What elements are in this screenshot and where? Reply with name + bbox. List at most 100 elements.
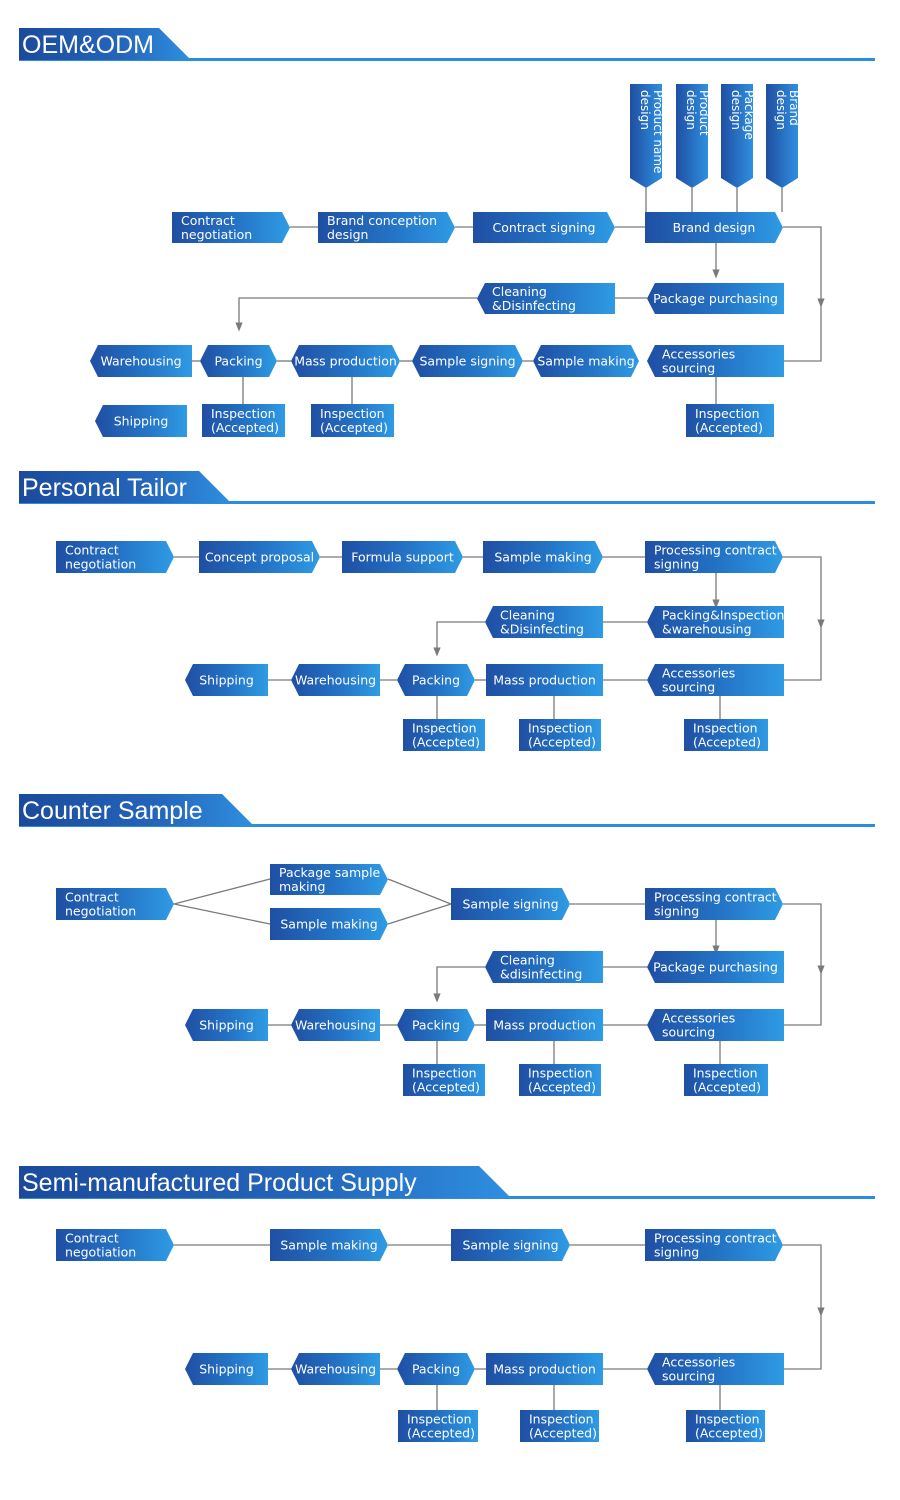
node-mass-production: Mass production bbox=[291, 345, 400, 377]
node-insp-packing: Inspection(Accepted) bbox=[398, 1410, 478, 1442]
node-label-line: signing bbox=[654, 557, 699, 572]
node-shape bbox=[721, 84, 753, 188]
node-insp-packing: Inspection(Accepted) bbox=[403, 719, 485, 751]
node-label-line: (Accepted) bbox=[412, 735, 480, 750]
node-shape bbox=[185, 1009, 268, 1041]
node-label-line: Package bbox=[742, 90, 756, 140]
node-packing: Packing bbox=[397, 1353, 475, 1385]
node-shape bbox=[477, 283, 615, 314]
node-sample-signing: Sample signing bbox=[451, 1229, 570, 1261]
node-label-line: Shipping bbox=[199, 1362, 254, 1377]
node-label-line: Sample signing bbox=[419, 354, 515, 369]
node-label-line: (Accepted) bbox=[693, 1080, 761, 1095]
node-shape bbox=[485, 951, 603, 983]
node-label-line: &warehousing bbox=[662, 622, 752, 637]
node-shape bbox=[397, 1009, 475, 1041]
node-label-line: Package purchasing bbox=[653, 960, 778, 975]
node-label-line: Inspection bbox=[695, 1412, 760, 1427]
node-label-line: (Accepted) bbox=[695, 1426, 763, 1441]
connector bbox=[784, 300, 822, 362]
node-shape bbox=[645, 1229, 783, 1261]
node-shape bbox=[202, 404, 285, 437]
node-label-line: Sample making bbox=[494, 550, 591, 565]
node-shape bbox=[645, 888, 783, 920]
node-packing: Packing bbox=[200, 345, 277, 377]
connector-layer bbox=[173, 188, 825, 1410]
node-formula-support: Formula support bbox=[342, 541, 463, 573]
node-insp-accessories: Inspection(Accepted) bbox=[684, 1064, 768, 1096]
node-insp-accessories: Inspection(Accepted) bbox=[686, 404, 774, 437]
node-label-line: Accessories bbox=[662, 666, 735, 681]
connector bbox=[433, 966, 485, 1003]
node-label-line: Shipping bbox=[114, 414, 169, 429]
node-label-line: Accessories bbox=[662, 1355, 735, 1370]
node-sample-signing: Sample signing bbox=[451, 888, 570, 920]
node-shape bbox=[172, 212, 290, 243]
node-label-line: &disinfecting bbox=[500, 967, 582, 982]
node-shape bbox=[398, 1410, 478, 1442]
node-shape bbox=[291, 1353, 380, 1385]
node-label-line: Sample making bbox=[537, 354, 634, 369]
node-label-line: design bbox=[327, 227, 368, 242]
node-shape bbox=[199, 541, 320, 573]
node-packing: Packing bbox=[397, 664, 475, 696]
banner-shape bbox=[19, 1166, 511, 1198]
section-banner: Personal Tailor bbox=[19, 471, 875, 504]
node-label-line: Warehousing bbox=[100, 354, 181, 369]
node-sample-making: Sample making bbox=[533, 345, 639, 377]
node-label-line: Contract bbox=[65, 543, 119, 558]
connector bbox=[387, 878, 452, 905]
node-shape bbox=[90, 345, 192, 377]
node-label-line: Processing contract bbox=[654, 890, 777, 905]
section-banner: Semi-manufactured Product Supply bbox=[19, 1166, 875, 1199]
node-label-line: Brand bbox=[787, 90, 801, 126]
node-shape bbox=[519, 1064, 601, 1096]
node-label-line: Shipping bbox=[199, 673, 254, 688]
node-cleaning: Cleaning&Disinfecting bbox=[485, 606, 603, 638]
connector bbox=[433, 621, 485, 657]
connector bbox=[783, 1244, 825, 1317]
node-concept-proposal: Concept proposal bbox=[199, 541, 320, 573]
node-shape bbox=[647, 951, 784, 983]
node-sample-signing: Sample signing bbox=[412, 345, 523, 377]
node-cleaning: Cleaning&Disinfecting bbox=[477, 283, 615, 314]
node-insp-mass: Inspection(Accepted) bbox=[519, 1064, 601, 1096]
node-shipping: Shipping bbox=[95, 405, 187, 437]
node-warehousing: Warehousing bbox=[291, 1353, 380, 1385]
node-label-line: Packing&Inspection bbox=[662, 608, 784, 623]
node-cleaning: Cleaning&disinfecting bbox=[485, 951, 603, 983]
node-shape bbox=[397, 1353, 475, 1385]
section-title: Semi-manufactured Product Supply bbox=[22, 1169, 417, 1197]
node-shape bbox=[451, 888, 570, 920]
node-shipping: Shipping bbox=[185, 1009, 268, 1041]
node-label-line: (Accepted) bbox=[529, 1426, 597, 1441]
node-shape bbox=[56, 888, 174, 920]
node-shape bbox=[684, 719, 768, 751]
node-label-line: sourcing bbox=[662, 1369, 715, 1384]
connector bbox=[784, 621, 822, 681]
node-label-line: Inspection bbox=[412, 721, 477, 736]
node-label-line: Concept proposal bbox=[205, 550, 314, 565]
section-title: OEM&ODM bbox=[22, 31, 154, 59]
node-label-line: negotiation bbox=[65, 904, 136, 919]
node-shape bbox=[185, 664, 268, 696]
node-label-line: (Accepted) bbox=[695, 420, 763, 435]
node-label-line: Packing bbox=[412, 673, 460, 688]
node-shape bbox=[291, 664, 380, 696]
node-label-line: making bbox=[279, 879, 325, 894]
node-shape bbox=[647, 606, 784, 638]
node-label-line: (Accepted) bbox=[528, 1080, 596, 1095]
banner-shape bbox=[19, 471, 231, 503]
node-label-line: Contract signing bbox=[493, 220, 596, 235]
node-shape bbox=[403, 719, 485, 751]
node-label-line: Inspection bbox=[407, 1412, 472, 1427]
